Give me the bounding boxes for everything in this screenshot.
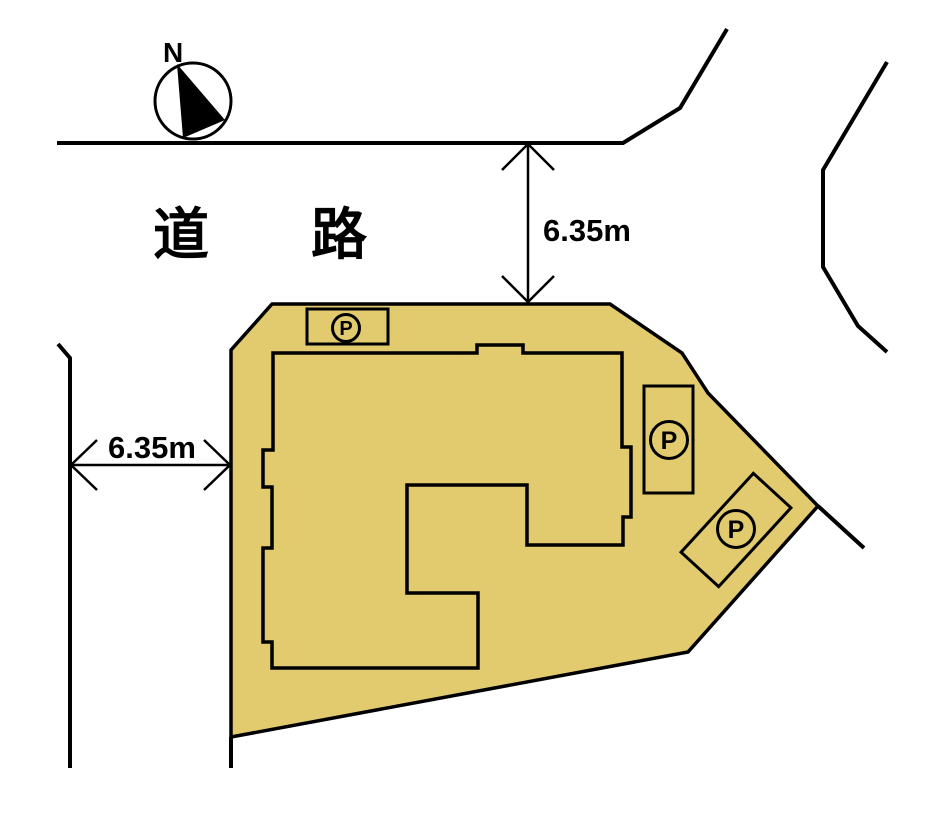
compass-needle bbox=[177, 64, 225, 138]
parking-space-2-circle bbox=[649, 420, 689, 460]
parking-space-3-label: P bbox=[728, 516, 745, 544]
parking-space-1: P bbox=[305, 307, 390, 346]
road-edge-left bbox=[56, 342, 72, 768]
dimension-left-label: 6.35m bbox=[108, 430, 196, 465]
parking-space-3: P bbox=[678, 471, 794, 589]
dimension-top-arrowhead-up-icon bbox=[501, 142, 555, 171]
north-compass-icon: N bbox=[153, 37, 233, 141]
road-edge-stub-right bbox=[816, 504, 866, 550]
north-label: N bbox=[163, 37, 183, 68]
parking-space-3-box bbox=[678, 471, 794, 589]
compass-circle bbox=[153, 61, 233, 141]
road-label: 道路 bbox=[153, 203, 469, 266]
parking-space-3-circle bbox=[716, 509, 756, 549]
parking-space-2-label: P bbox=[661, 427, 678, 455]
parking-space-2-box bbox=[642, 384, 695, 495]
parking-space-1-box bbox=[305, 307, 390, 346]
parking-space-1-circle bbox=[331, 313, 361, 343]
dimension-top-arrowhead-down-icon bbox=[501, 275, 555, 304]
parking-space-1-label: P bbox=[339, 318, 352, 340]
dimension-left-arrowhead-left-icon bbox=[69, 439, 98, 491]
building-outline bbox=[261, 343, 633, 670]
dimension-top: 6.35m bbox=[501, 142, 631, 304]
dimension-left: 6.35m bbox=[69, 430, 232, 491]
road-edge-top bbox=[57, 27, 729, 145]
dimension-left-arrowhead-right-icon bbox=[203, 439, 232, 491]
dimension-top-label: 6.35m bbox=[543, 213, 631, 248]
road-edge-right bbox=[821, 60, 889, 354]
parking-space-2: P bbox=[642, 384, 695, 495]
